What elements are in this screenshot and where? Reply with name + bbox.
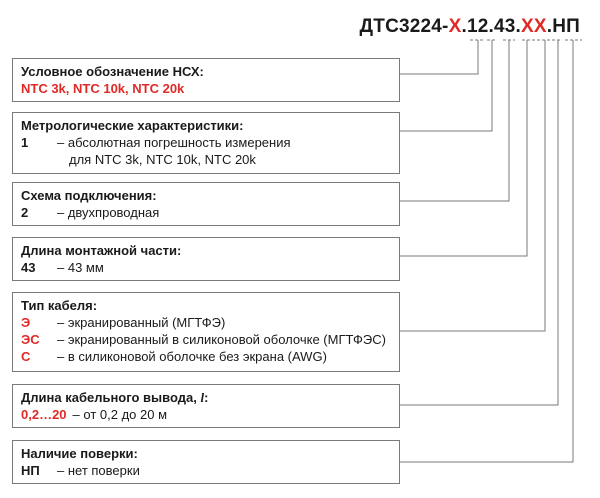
item-key: 2 <box>21 205 29 220</box>
list-item: 2 – двухпроводная <box>21 204 391 221</box>
section-title: Схема подключения: <box>21 188 157 203</box>
item-value: – экранированный (МГТФЭ) <box>57 315 226 330</box>
list-item: НП – нет поверки <box>21 462 391 479</box>
connector-cable-length <box>400 40 559 406</box>
item-value: – двухпроводная <box>57 205 160 220</box>
section-metrology: Метрологические характеристики: 1 – абсо… <box>12 112 400 174</box>
section-nsh: Условное обозначение НСХ: NTC 3k, NTC 10… <box>12 58 400 102</box>
section-title: Наличие поверки: <box>21 446 138 461</box>
designation-middle: .12.43. <box>461 16 521 37</box>
connector-mount-length <box>400 40 528 257</box>
list-item: 43 – 43 мм <box>21 259 391 276</box>
connector-cable-type <box>400 40 546 332</box>
designation-suffix: .НП <box>546 16 580 37</box>
connector-wiring <box>400 40 510 202</box>
item-key: 1 <box>21 135 29 150</box>
item-value: – 43 мм <box>57 260 104 275</box>
item-key: С <box>21 349 31 364</box>
item-value: – экранированный в силиконовой оболочке … <box>57 332 386 347</box>
designation-prefix: ДТС3224- <box>359 16 449 37</box>
section-cable-type: Тип кабеля: Э – экранированный (МГТФЭ) Э… <box>12 292 400 372</box>
section-title: Длина монтажной части: <box>21 243 182 258</box>
item-key: НП <box>21 463 40 478</box>
section-wiring: Схема подключения: 2 – двухпроводная <box>12 182 400 226</box>
list-item: Э – экранированный (МГТФЭ) <box>21 314 391 331</box>
section-cable-length: Длина кабельного вывода, l: 0,2…20 – от … <box>12 384 400 428</box>
item-key: 43 <box>21 260 36 275</box>
item-value: – нет поверки <box>57 463 140 478</box>
item-value: – в силиконовой оболочке без экрана (AWG… <box>57 349 327 364</box>
item-value: – от 0,2 до 20 м <box>72 407 168 422</box>
connector-metrology <box>400 40 493 132</box>
length-variable: l <box>200 390 205 405</box>
section-verification: Наличие поверки: НП – нет поверки <box>12 440 400 484</box>
section-title: Длина кабельного вывода, l: <box>21 390 209 405</box>
item-key: ЭС <box>21 332 40 347</box>
section-title: Тип кабеля: <box>21 298 98 313</box>
list-item: ЭС – экранированный в силиконовой оболоч… <box>21 331 391 348</box>
list-item: 0,2…20 – от 0,2 до 20 м <box>21 406 391 423</box>
section-mount-length: Длина монтажной части: 43 – 43 мм <box>12 237 400 281</box>
connector-sensor-type <box>400 40 479 75</box>
designation-sensor-type: Х <box>448 16 462 37</box>
designation-code: ДТС3224-Х.12.43.ХХ.НП <box>360 16 580 38</box>
designation-cable: ХХ <box>520 16 547 37</box>
connector-verification <box>400 40 574 463</box>
item-key: 0,2…20 <box>21 407 67 422</box>
list-item: С – в силиконовой оболочке без экрана (A… <box>21 348 391 365</box>
section-title: Метрологические характеристики: <box>21 118 244 133</box>
nsh-values: NTC 3k, NTC 10k, NTC 20k <box>21 81 185 96</box>
section-title: Условное обозначение НСХ: <box>21 64 204 79</box>
item-key: Э <box>21 315 31 330</box>
